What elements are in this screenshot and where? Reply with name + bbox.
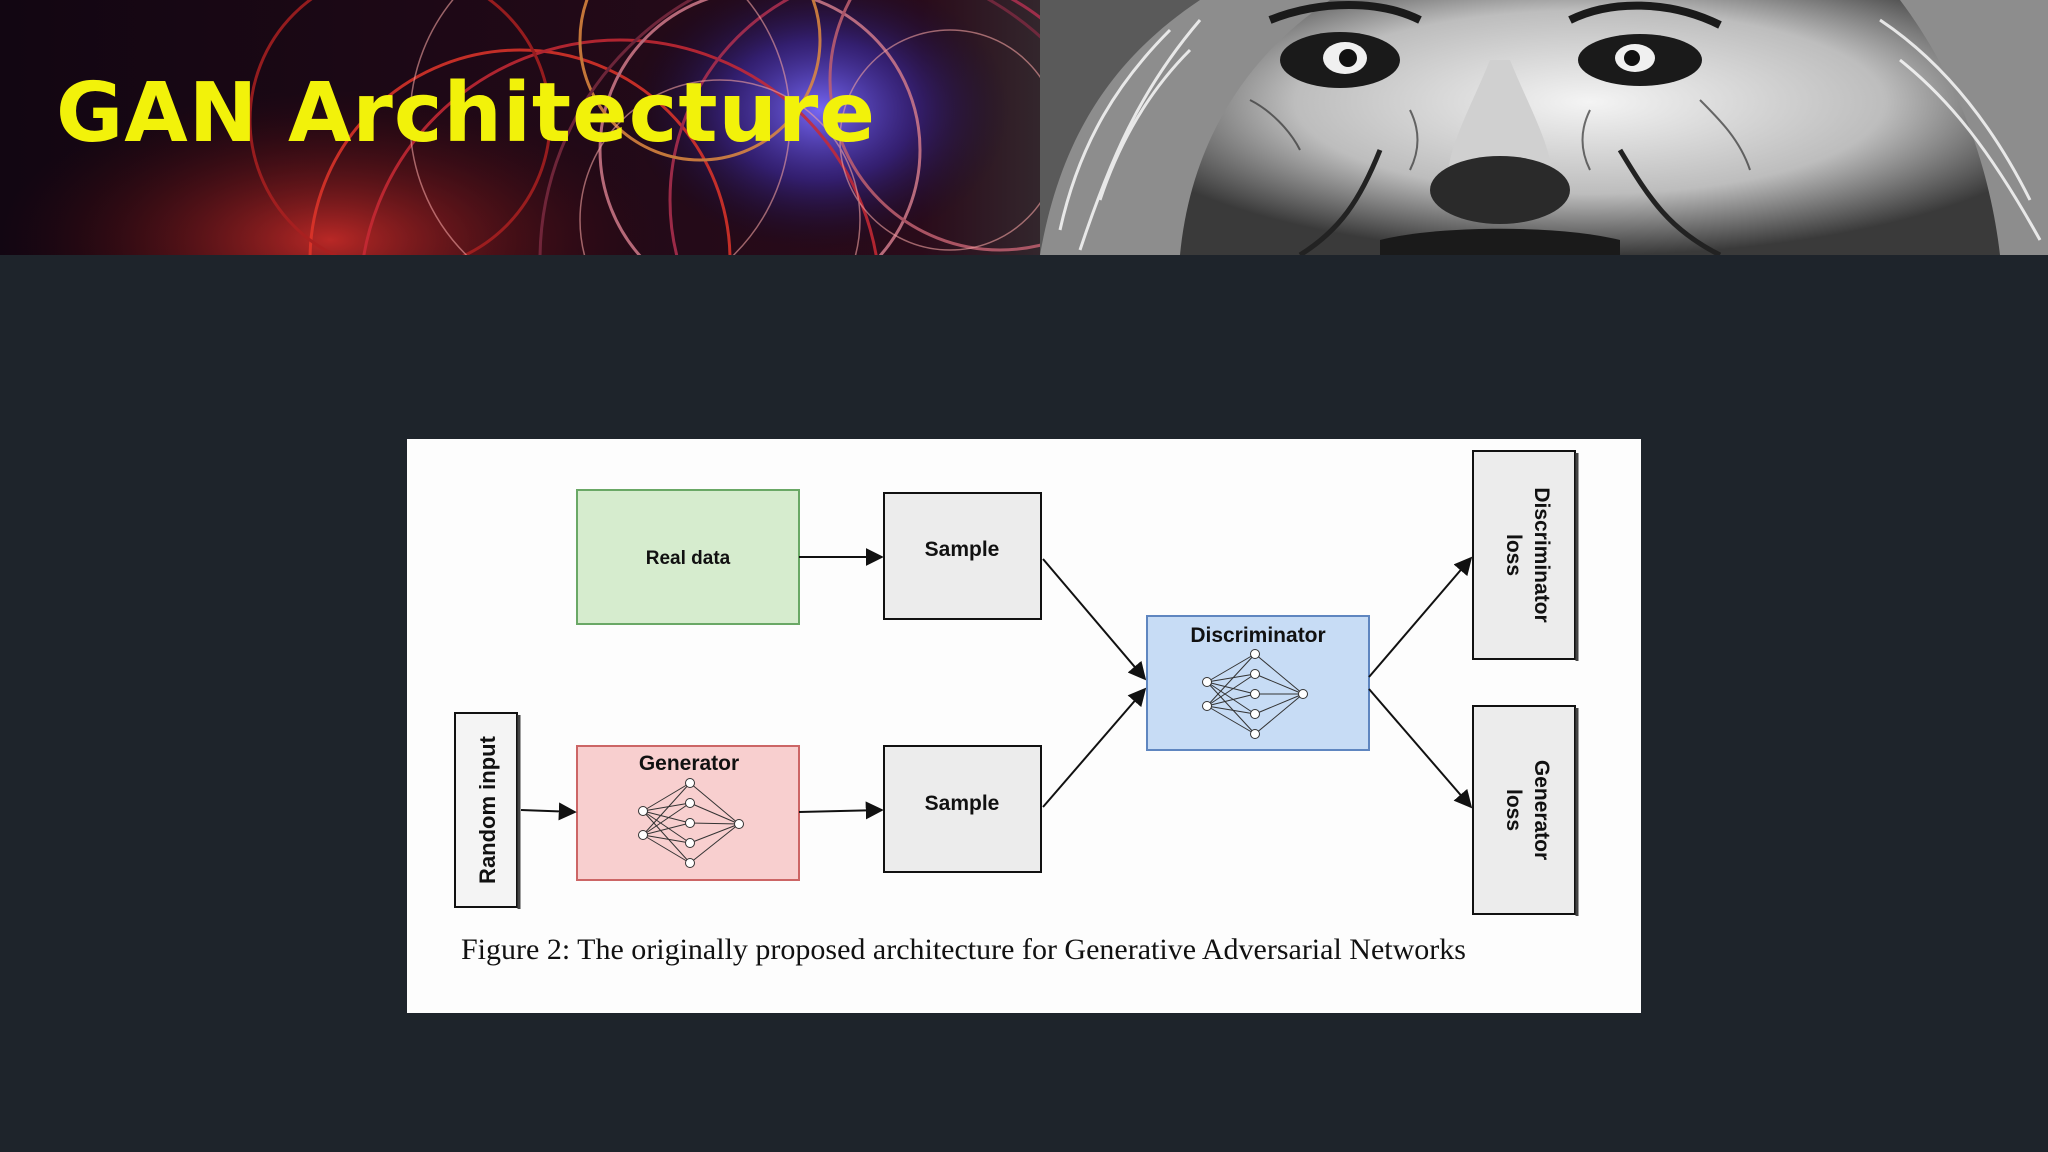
discriminator-network-neuron: [1298, 689, 1308, 699]
discriminator-network-edge: [1206, 693, 1256, 707]
generator-network-edge: [689, 822, 740, 825]
generator-network-edge: [642, 782, 691, 836]
discriminator-network-edge: [1206, 653, 1256, 707]
arrow-discriminator-to-generator-loss: [1368, 688, 1473, 809]
generator-loss-node: Generator loss: [1472, 705, 1579, 916]
discriminator-network-edge: [1206, 681, 1256, 715]
generator-node: Generator: [576, 745, 800, 881]
generator-network-edge: [689, 823, 740, 844]
generator-network-neuron: [685, 778, 695, 788]
discriminator-network-neuron: [1250, 649, 1260, 659]
discriminator-network-neuron: [1250, 689, 1260, 699]
discriminator-network-edge: [1206, 673, 1256, 683]
discriminator-network-icon: [1202, 649, 1308, 739]
discriminator-network-edge: [1254, 693, 1304, 735]
discriminator-network-edge: [1206, 681, 1256, 695]
discriminator-network-neuron: [1250, 729, 1260, 739]
generator-network-edge: [689, 823, 740, 864]
discriminator-loss-label-line1: Discriminator: [1530, 487, 1553, 622]
generator-network-edge: [689, 782, 740, 825]
arrow-random-to-generator: [520, 802, 577, 821]
discriminator-network-edge: [1206, 705, 1256, 735]
discriminator-network-edge: [1254, 653, 1304, 695]
discriminator-network-edge: [1206, 705, 1256, 715]
generator-loss-label-line2: loss: [1502, 789, 1525, 831]
real-data-node: Real data: [576, 489, 800, 625]
sample-real-label: Sample: [925, 538, 1000, 561]
generator-network-edge: [642, 822, 691, 836]
generator-network-neuron: [685, 838, 695, 848]
generator-network-edge: [689, 802, 740, 825]
arrow-discriminator-to-discriminator-loss: [1368, 556, 1473, 678]
generator-network-neuron: [685, 858, 695, 868]
discriminator-network-neuron: [1202, 677, 1212, 687]
generator-network-neuron: [734, 819, 744, 829]
figure-caption: Figure 2: The originally proposed archit…: [461, 933, 1466, 966]
portrait-illustration: [1040, 0, 2048, 255]
discriminator-network-edge: [1206, 653, 1256, 683]
svg-text:loss: loss: [1502, 789, 1525, 831]
random-input-node: Random input: [454, 712, 521, 909]
generator-network-edge: [642, 810, 691, 824]
svg-text:Generator: Generator: [1530, 760, 1553, 860]
generator-label: Generator: [639, 752, 739, 775]
generator-network-edge: [642, 810, 691, 844]
gan-diagram: Random input Real data Generator Sample …: [454, 450, 1579, 966]
arrow-generator-to-sample: [798, 801, 884, 820]
generator-network-neuron: [685, 818, 695, 828]
random-input-label: Random input: [475, 735, 500, 884]
discriminator-network-edge: [1254, 673, 1304, 695]
generator-network-neuron: [685, 798, 695, 808]
discriminator-network-neuron: [1250, 669, 1260, 679]
svg-text:loss: loss: [1502, 534, 1525, 576]
discriminator-network-edge: [1206, 673, 1256, 707]
generator-network-edge: [642, 802, 691, 836]
banner-artwork: [0, 0, 2048, 255]
discriminator-node: Discriminator: [1146, 615, 1370, 751]
generator-network-edge: [642, 810, 691, 864]
real-data-label: Real data: [646, 548, 731, 569]
slide-title: GAN Architecture: [56, 66, 876, 161]
arrow-sample-to-discriminator-bottom: [1042, 687, 1147, 808]
generator-network-edge: [642, 834, 691, 844]
generator-network-neuron: [638, 806, 648, 816]
generator-network-icon: [638, 778, 744, 868]
generator-loss-label-line1: Generator: [1530, 760, 1553, 860]
sample-fake-node: Sample: [883, 745, 1042, 873]
sample-fake-label: Sample: [925, 792, 1000, 815]
figure-panel: Random input Real data Generator Sample …: [407, 439, 1641, 1013]
discriminator-label: Discriminator: [1190, 624, 1325, 647]
sample-real-node: Sample: [883, 492, 1042, 620]
discriminator-loss-node: Discriminator loss: [1472, 450, 1579, 661]
generator-network-neuron: [638, 830, 648, 840]
discriminator-network-neuron: [1250, 709, 1260, 719]
arrow-sample-to-discriminator-top: [1042, 558, 1147, 681]
discriminator-network-edge: [1206, 681, 1256, 735]
discriminator-loss-label-line2: loss: [1502, 534, 1525, 576]
generator-network-edge: [642, 802, 691, 812]
discriminator-network-edge: [1254, 693, 1304, 715]
generator-network-edge: [642, 782, 691, 812]
header-banner: GAN Architecture: [0, 0, 2048, 255]
discriminator-network-neuron: [1202, 701, 1212, 711]
svg-text:Discriminator: Discriminator: [1530, 487, 1553, 622]
generator-network-edge: [642, 834, 691, 864]
